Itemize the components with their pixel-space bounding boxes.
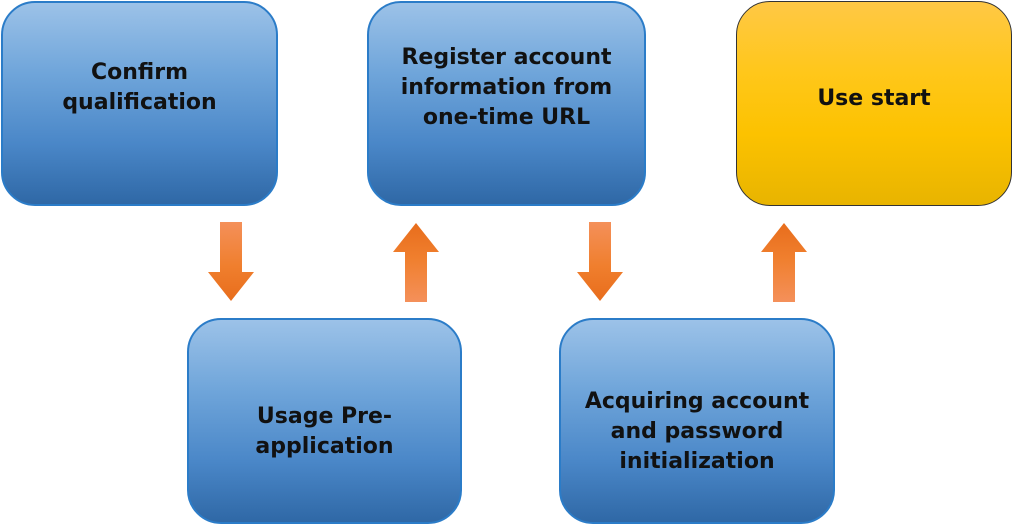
step-label: Usage Pre- application [255, 404, 394, 459]
step-use-start: Use start [736, 1, 1012, 206]
step-usage-pre-application: Usage Pre- application [187, 318, 462, 524]
step-register-account-information: Register account information from one-ti… [367, 1, 646, 206]
arrow-down-icon [577, 222, 623, 301]
arrow-down-icon [208, 222, 254, 301]
arrow-up-icon [393, 223, 439, 302]
step-label: Acquiring account and password initializ… [584, 389, 810, 474]
step-label: Confirm qualification [62, 59, 217, 115]
step-label: Register account information from one-ti… [400, 44, 613, 130]
step-confirm-qualification: Confirm qualification [1, 1, 278, 206]
step-acquiring-account-password: Acquiring account and password initializ… [559, 318, 835, 524]
arrow-up-icon [761, 223, 807, 302]
step-label: Use start [817, 85, 931, 111]
